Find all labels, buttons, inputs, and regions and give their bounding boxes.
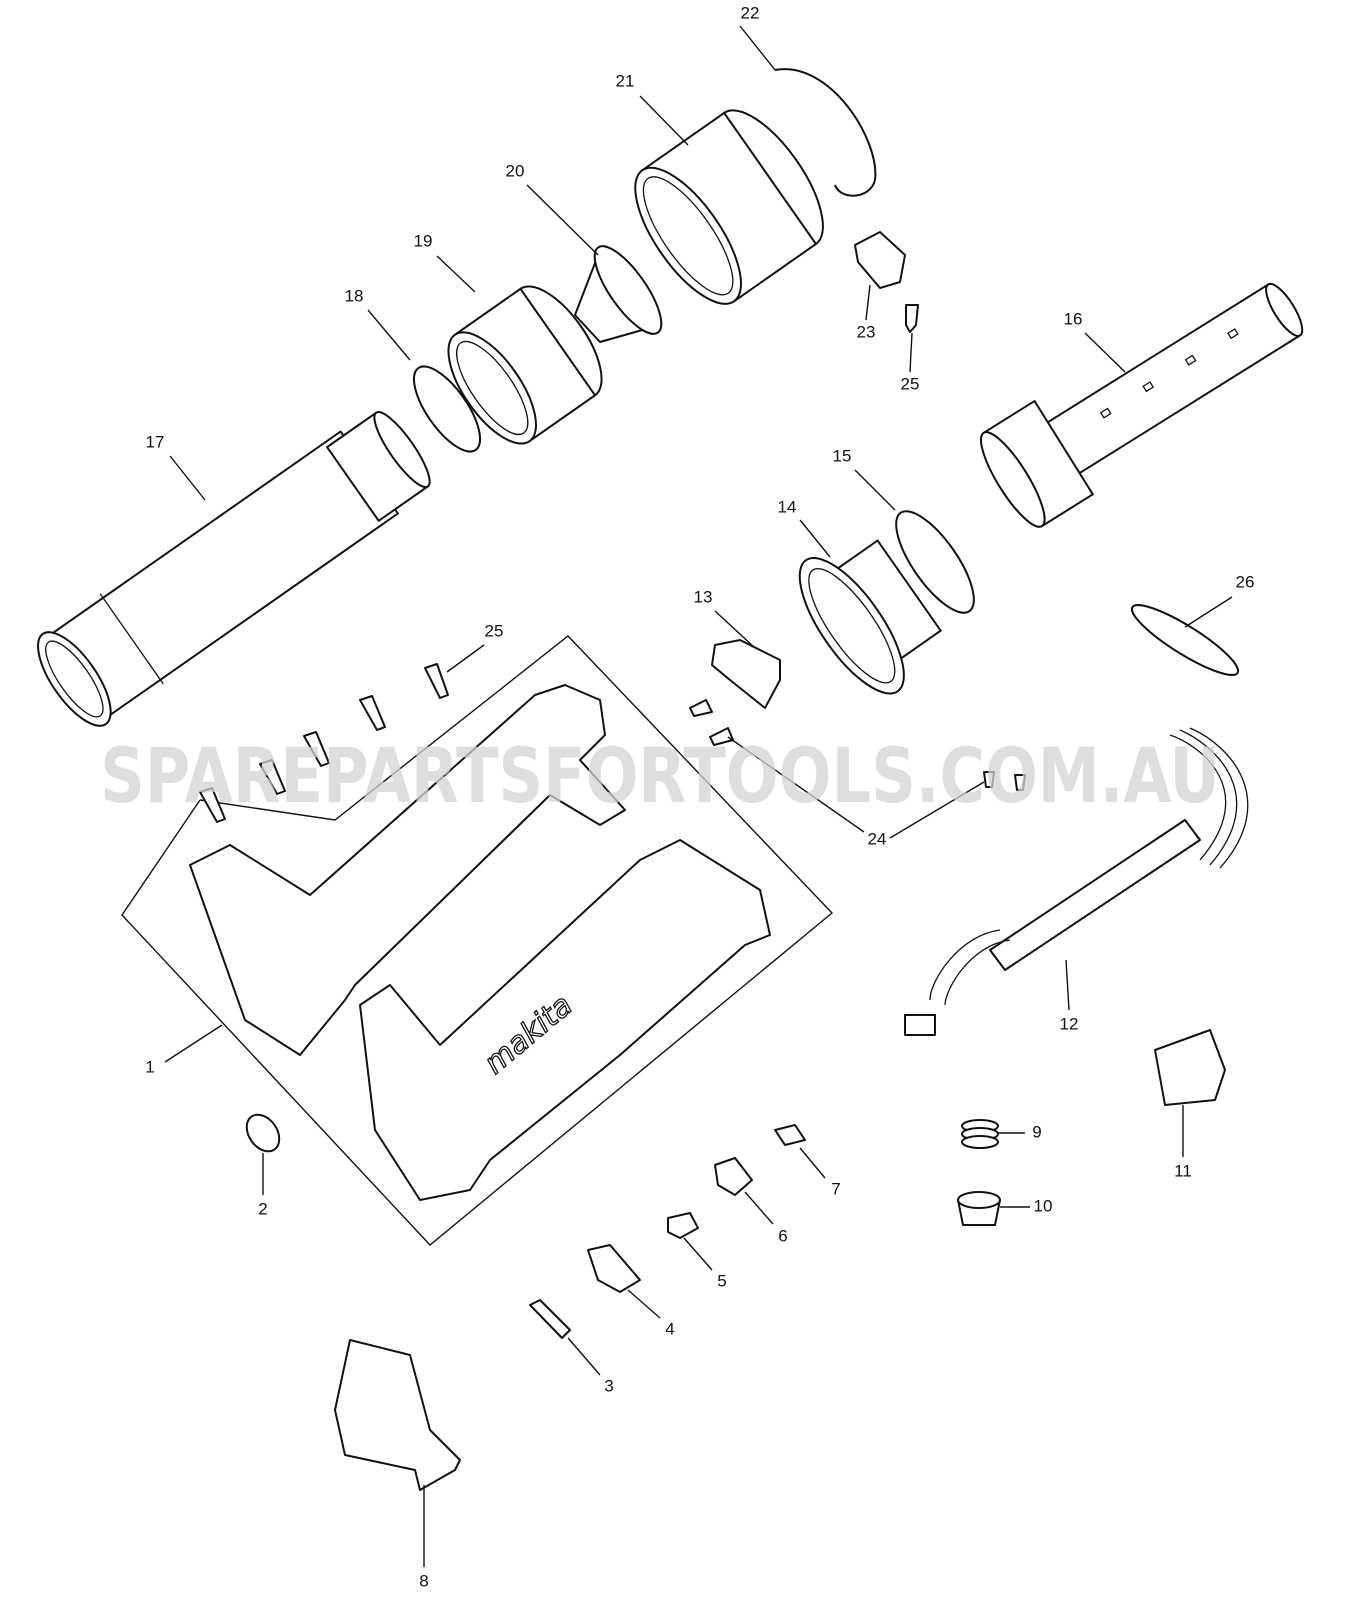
part-18-o-ring <box>412 365 482 453</box>
callout-10: 10 <box>1034 1196 1053 1215</box>
housing-group-outline <box>121 635 834 1246</box>
part-20-cone-rim <box>593 245 663 335</box>
leader-lines <box>164 25 1233 1567</box>
callout-21: 21 <box>616 71 635 90</box>
callout-17: 17 <box>146 432 165 451</box>
part-1-housing-left <box>189 684 626 1056</box>
callout-4: 4 <box>665 1319 674 1338</box>
part-25-screws <box>199 663 449 823</box>
part-25-screw-upper <box>905 304 919 333</box>
part-26-cover <box>1130 604 1240 676</box>
callout-11: 11 <box>1174 1161 1192 1180</box>
callout-7: 7 <box>831 1179 840 1198</box>
callout-8: 8 <box>419 1571 428 1590</box>
callout-19: 19 <box>414 231 433 250</box>
part-10-cap <box>957 1191 1001 1226</box>
callout-labels: 1 2 3 4 5 6 7 8 9 10 11 12 13 14 15 16 1… <box>145 3 1254 1590</box>
part-24-screw <box>983 771 995 788</box>
part-7-block <box>774 1124 806 1146</box>
callout-5: 5 <box>717 1271 726 1290</box>
callout-24: 24 <box>868 829 887 848</box>
part-17-nozzle <box>37 411 431 727</box>
callout-9: 9 <box>1032 1122 1041 1141</box>
callout-15: 15 <box>833 446 852 465</box>
callout-25-lower: 25 <box>485 621 504 640</box>
callout-6: 6 <box>778 1226 787 1245</box>
part-24-screw <box>689 699 713 717</box>
part-24-screw <box>1014 774 1026 791</box>
part-16-shaft <box>979 282 1304 528</box>
callout-13: 13 <box>694 587 713 606</box>
callout-14: 14 <box>778 497 797 516</box>
part-6-pad <box>714 1157 753 1196</box>
part-3-pin <box>529 1299 571 1339</box>
callout-2: 2 <box>258 1199 267 1218</box>
part-21-collar <box>634 109 824 305</box>
callout-26: 26 <box>1236 572 1255 591</box>
callout-25-upper: 25 <box>901 374 920 393</box>
part-9-spring <box>961 1119 999 1149</box>
part-13-bracket <box>711 639 781 709</box>
part-4-switch <box>587 1244 641 1293</box>
callout-18: 18 <box>345 286 364 305</box>
part-22-hook <box>774 68 877 197</box>
callout-20: 20 <box>506 161 525 180</box>
part-19-lock-ring <box>447 285 603 445</box>
callout-12: 12 <box>1060 1014 1079 1033</box>
part-5-switch-lever <box>667 1212 699 1239</box>
part-14-fan-housing <box>798 539 942 695</box>
callout-16: 16 <box>1064 309 1083 328</box>
callout-3: 3 <box>604 1376 613 1395</box>
callout-22: 22 <box>741 3 760 22</box>
watermark: SPAREPARTSFORTOOLS.COM.AU <box>100 731 1220 820</box>
part-11-socket <box>1154 1029 1226 1106</box>
part-12-circuit-board <box>904 727 1249 1036</box>
part-1-housing-right <box>359 839 771 1201</box>
part-8-terminal <box>334 1339 461 1491</box>
part-2-ring <box>245 1113 281 1153</box>
callout-1: 1 <box>145 1057 154 1076</box>
part-23-clip <box>854 231 906 289</box>
part-15-o-ring <box>895 510 975 614</box>
callout-23: 23 <box>857 322 876 341</box>
